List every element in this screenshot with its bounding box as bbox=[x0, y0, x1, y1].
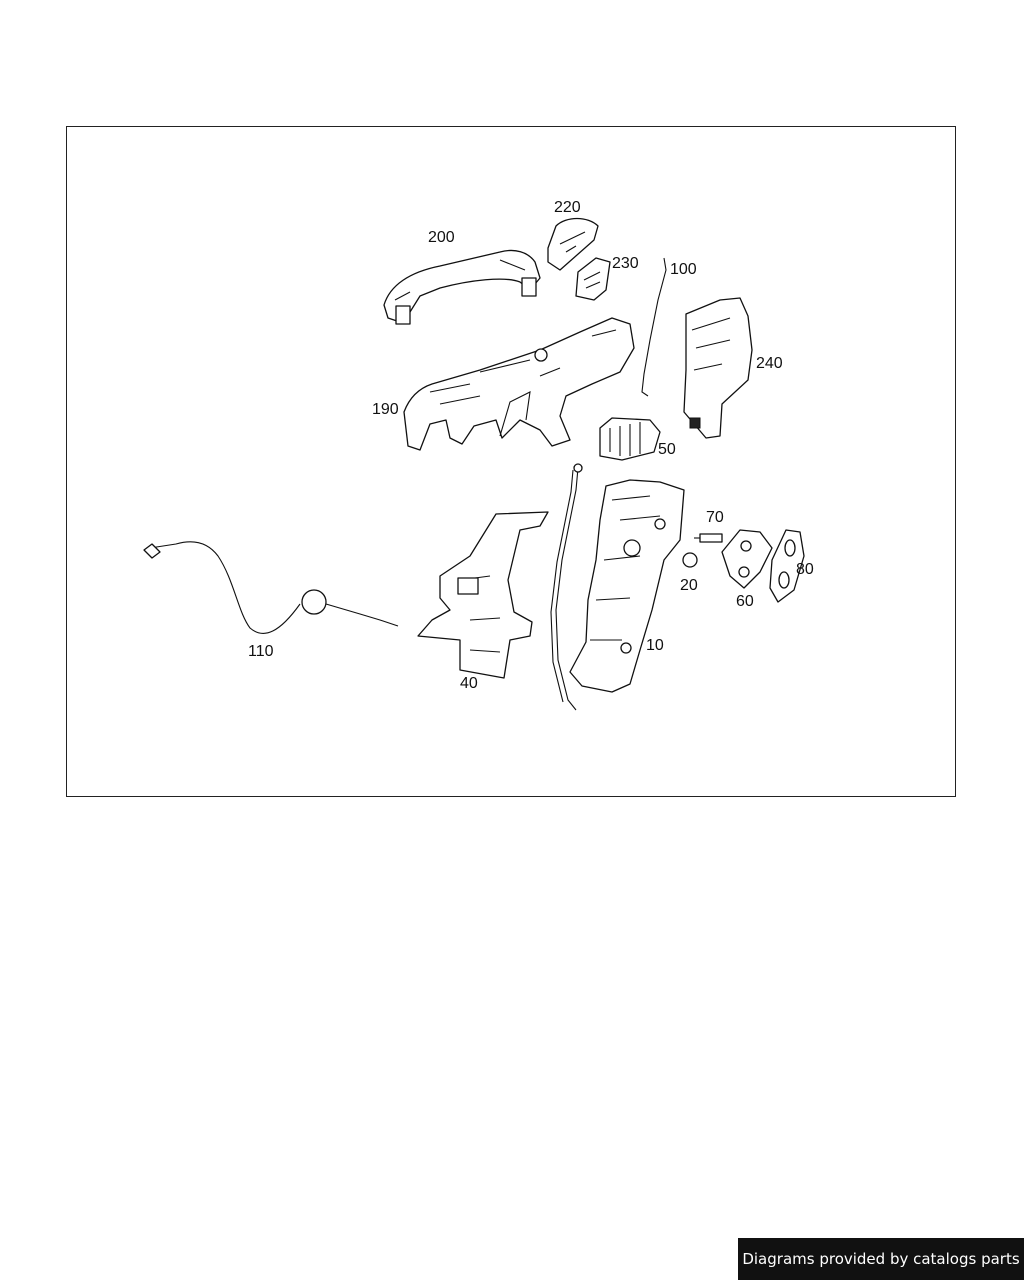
callout-20: 20 bbox=[680, 577, 698, 594]
callout-240: 240 bbox=[756, 355, 783, 372]
part-40-bracket[interactable] bbox=[417, 511, 549, 679]
diagram-frame bbox=[66, 126, 956, 797]
part-10-door-lock[interactable] bbox=[569, 479, 685, 693]
part-70-screw[interactable] bbox=[694, 533, 723, 543]
callout-60: 60 bbox=[736, 593, 754, 610]
part-20-nut[interactable] bbox=[682, 552, 698, 568]
callout-80: 80 bbox=[796, 561, 814, 578]
part-220-cap[interactable] bbox=[547, 217, 599, 271]
callout-50: 50 bbox=[658, 441, 676, 458]
part-100-rod[interactable] bbox=[641, 257, 667, 397]
part-240-support[interactable] bbox=[683, 297, 753, 439]
part-230-bracket[interactable] bbox=[575, 257, 611, 301]
callout-230: 230 bbox=[612, 255, 639, 272]
credit-banner: Diagrams provided by catalogs parts bbox=[738, 1238, 1024, 1280]
callout-70: 70 bbox=[706, 509, 724, 526]
part-190-handle-carrier[interactable] bbox=[403, 317, 635, 451]
callout-10: 10 bbox=[646, 637, 664, 654]
callout-100: 100 bbox=[670, 261, 697, 278]
part-60-striker[interactable] bbox=[721, 529, 773, 589]
callout-40: 40 bbox=[460, 675, 478, 692]
part-110-cable[interactable] bbox=[143, 541, 399, 634]
part-200-door-handle[interactable] bbox=[383, 249, 541, 325]
part-cable-vertical bbox=[550, 463, 583, 711]
part-80-plate[interactable] bbox=[769, 529, 805, 603]
callout-110: 110 bbox=[248, 643, 274, 660]
part-50-module[interactable] bbox=[599, 417, 661, 461]
callout-220: 220 bbox=[554, 199, 581, 216]
callout-190: 190 bbox=[372, 401, 399, 418]
callout-200: 200 bbox=[428, 229, 455, 246]
